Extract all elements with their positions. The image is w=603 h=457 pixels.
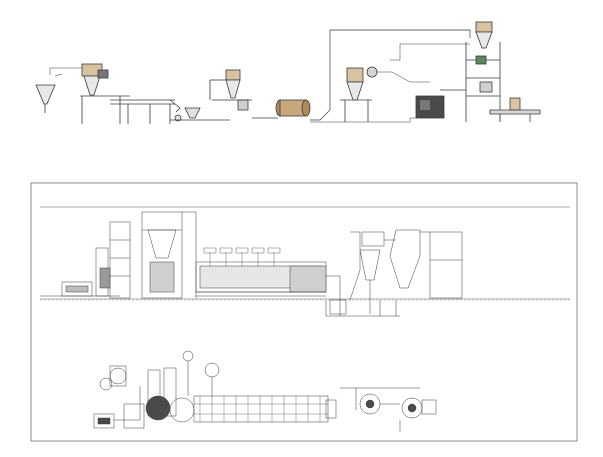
feed-hopper: [35, 73, 63, 113]
cyclone-station-2: [209, 69, 252, 111]
plan-drawing: [93, 350, 437, 432]
riser-pipe: [310, 29, 471, 121]
storage-tank: [252, 99, 311, 119]
conveyor-1: [110, 99, 181, 124]
return-pipe: [390, 43, 470, 61]
bottom-pipe: [310, 117, 416, 123]
elevation-drawing: [40, 211, 463, 317]
cyclone-station-3: [340, 66, 430, 122]
top-flow-diagram: [35, 21, 541, 124]
mixer-units: [170, 107, 230, 122]
control-cabinet: [415, 95, 445, 119]
feed-pipe: [49, 67, 88, 75]
reference-lines: [40, 206, 570, 301]
cyclone-station-1: [80, 63, 130, 124]
output-conveyor: [489, 97, 541, 122]
drawing-sheet-border: [30, 182, 578, 442]
packing-tower: [440, 21, 501, 122]
